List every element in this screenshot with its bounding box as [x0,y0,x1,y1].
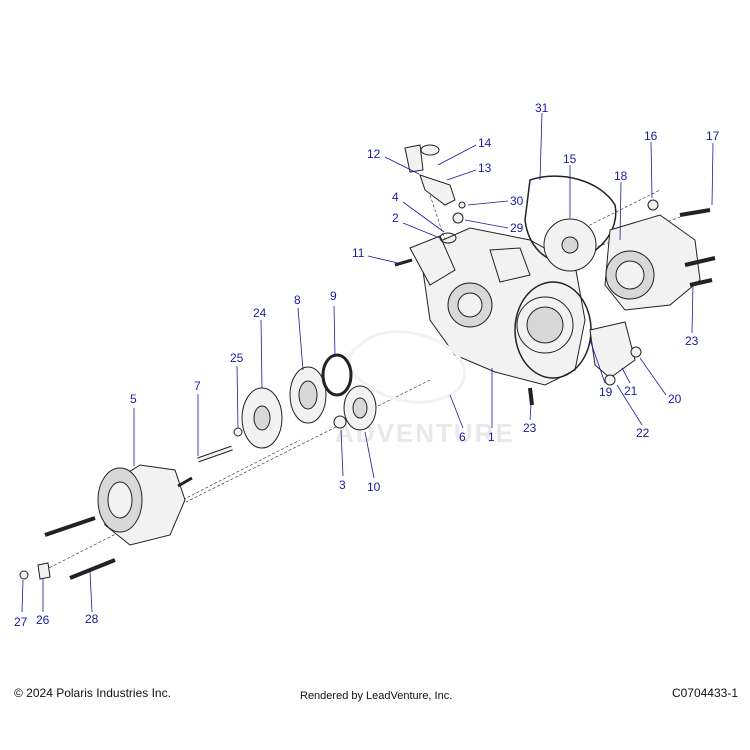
callout-labels: 1 2 3 4 5 6 7 8 9 10 11 12 13 14 15 16 1… [14,101,720,629]
fan-part-24 [241,387,283,449]
callout-3: 3 [339,478,346,492]
callout-1: 1 [488,430,495,444]
callout-4: 4 [392,190,399,204]
callout-5: 5 [130,392,137,406]
bolt-part-27 [19,570,29,580]
callout-22: 22 [636,426,650,440]
callout-24: 24 [253,306,267,320]
gear-part-15 [543,218,597,272]
sensor-part-12 [404,144,456,206]
callout-26: 26 [36,613,50,627]
callout-8: 8 [294,293,301,307]
callout-6: 6 [459,430,466,444]
alternator-part-5 [97,464,193,546]
callout-23-bottom: 23 [523,421,537,435]
callout-9: 9 [330,289,337,303]
callout-19: 19 [599,385,613,399]
fitting-part-16 [647,199,659,211]
nut-part-3 [333,415,347,429]
engine-cover-part-1 [419,227,586,386]
callout-2: 2 [392,211,399,225]
bolt-part-25 [233,427,243,437]
callout-15: 15 [563,152,577,166]
leader-lines [21,112,714,613]
gasket-part-31 [524,175,617,263]
bolts-part-17 [679,208,716,267]
pulley-part-8 [289,366,327,424]
bearing-part-10 [343,385,377,431]
bolt-part-7 [197,445,233,463]
callout-7: 7 [194,379,201,393]
rendered-by-text: Rendered by LeadVenture, Inc. [300,690,453,702]
pump-housing-part-18 [604,214,701,311]
callout-30: 30 [510,194,524,208]
seal-ring-part-9 [321,353,353,397]
callout-28: 28 [85,612,99,626]
bracket-part-21 [589,321,642,386]
callout-21: 21 [624,384,638,398]
callout-31: 31 [535,101,549,115]
callout-13: 13 [478,161,492,175]
callout-27: 27 [14,615,28,629]
bolts-part-28 [44,516,116,580]
callout-14: 14 [478,136,492,150]
copyright-text: © 2024 Polaris Industries Inc. [14,686,171,700]
bracket-part-11 [394,235,456,286]
callout-23-right: 23 [685,334,699,348]
bolt-part-23-right [689,278,713,287]
callout-29: 29 [510,221,524,235]
bolt-part-23-bottom [528,387,534,406]
diagram-code: C0704433-1 [671,686,738,700]
callout-10: 10 [367,480,381,494]
clip-part-26 [37,562,51,580]
callout-11: 11 [352,246,365,260]
callout-17: 17 [706,129,720,143]
callout-18: 18 [614,169,628,183]
callout-16: 16 [644,129,658,143]
callout-20: 20 [668,392,682,406]
callout-12: 12 [367,147,381,161]
callout-25: 25 [230,351,244,365]
